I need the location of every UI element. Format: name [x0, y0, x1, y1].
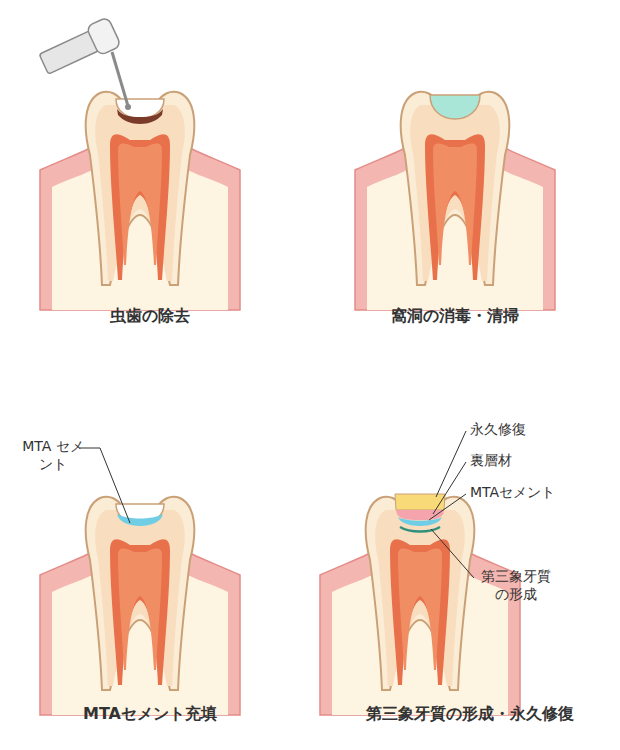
step-caption: 第三象牙質の形成・永久修復 [366, 704, 574, 724]
step-caption: MTAセメント充填 [83, 704, 217, 724]
callout-label: 第三象牙質 の形成 [476, 568, 556, 603]
step-caption: 窩洞の消毒・清掃 [391, 306, 519, 326]
callout-label: 永久修復 [470, 421, 526, 439]
callout-label: 裏層材 [470, 452, 512, 470]
callout-label: MTAセメント [470, 484, 555, 502]
step-caption: 虫歯の除去 [110, 306, 190, 326]
callout-label: MTA セメント [22, 438, 84, 473]
